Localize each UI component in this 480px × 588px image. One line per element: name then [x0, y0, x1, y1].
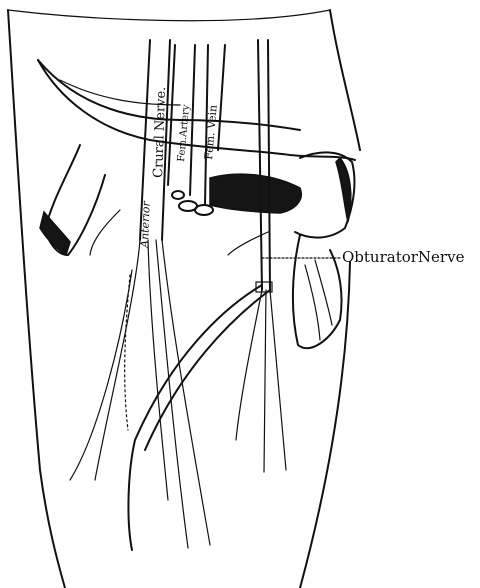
cut-muscle-left [40, 145, 105, 255]
femoral-vein-label: Fem. Vein [202, 104, 220, 160]
nerve-twig [90, 210, 120, 255]
thigh-outline [8, 10, 360, 588]
femoral-artery-label: Fem.Artery [176, 104, 192, 162]
obturator-nerve-label: ObturatorNerve [342, 248, 465, 266]
inguinal-ligament [38, 60, 355, 160]
anterior-label: Anterior [138, 200, 153, 249]
cut-muscle-right [295, 152, 354, 237]
crural-nerve-label: Crural Nerve. [151, 86, 169, 178]
adductor-muscle [293, 235, 342, 348]
